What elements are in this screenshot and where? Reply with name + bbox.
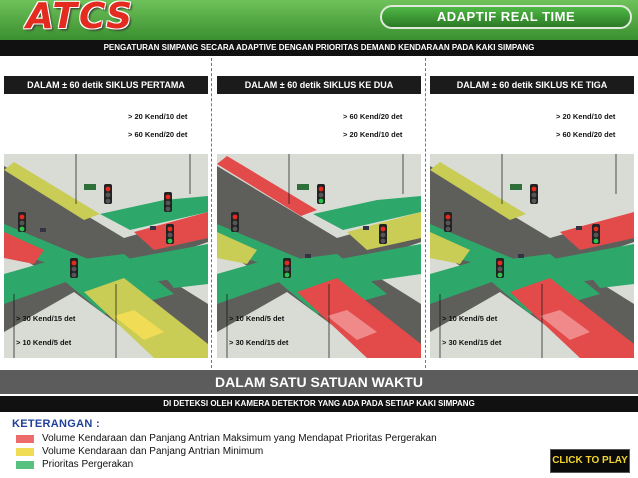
- traffic-light-icon: [231, 212, 239, 232]
- demand-label: > 60 Kend/20 det: [556, 130, 616, 139]
- traffic-light-icon: [18, 212, 26, 232]
- demand-label: > 60 Kend/20 det: [343, 112, 403, 121]
- subtitle-bar: PENGATURAN SIMPANG SECARA ADAPTIVE DENGA…: [0, 40, 638, 56]
- detector-camera-icon: [363, 226, 369, 230]
- demand-label: > 30 Kend/15 det: [442, 338, 502, 347]
- demand-label: > 30 Kend/15 det: [229, 338, 289, 347]
- traffic-light-icon: [166, 224, 174, 244]
- demand-label: > 10 Kend/5 det: [229, 314, 285, 323]
- direction-sign-icon: [510, 184, 522, 190]
- demand-label: > 10 Kend/5 det: [442, 314, 498, 323]
- traffic-light-icon: [379, 224, 387, 244]
- adaptif-real-time-badge: ADAPTIF REAL TIME: [380, 5, 632, 29]
- intersection-illustration: [430, 154, 634, 358]
- atcs-logo: ATCS: [26, 0, 135, 37]
- legend-text: Prioritas Pergerakan: [42, 459, 134, 470]
- demand-label: > 60 Kend/20 det: [128, 130, 188, 139]
- demand-label: > 30 Kend/15 det: [16, 314, 76, 323]
- intersection-scene-2: [217, 154, 421, 358]
- time-unit-banner: DALAM SATU SATUAN WAKTU: [0, 370, 638, 394]
- direction-sign-icon: [84, 184, 96, 190]
- panel-divider: [211, 58, 212, 368]
- detector-camera-icon: [518, 254, 524, 258]
- legend-swatch-green: [16, 461, 34, 469]
- traffic-light-icon: [70, 258, 78, 278]
- demand-label: > 20 Kend/10 det: [128, 112, 188, 121]
- traffic-light-icon: [164, 192, 172, 212]
- click-to-play-button[interactable]: CLICK TO PLAY: [550, 449, 630, 473]
- legend-title: KETERANGAN :: [12, 418, 100, 430]
- cycle-panel-1: DALAM ± 60 detik SIKLUS PERTAMA: [2, 58, 212, 370]
- direction-sign-icon: [297, 184, 309, 190]
- legend-text: Volume Kendaraan dan Panjang Antrian Min…: [42, 446, 264, 457]
- traffic-light-icon: [496, 258, 504, 278]
- cycle-heading-2: DALAM ± 60 detik SIKLUS KE DUA: [217, 76, 421, 94]
- panel-divider: [425, 58, 426, 368]
- intersection-illustration: [217, 154, 421, 358]
- detector-camera-icon: [305, 254, 311, 258]
- demand-label: > 20 Kend/10 det: [556, 112, 616, 121]
- detector-camera-icon: [40, 228, 46, 232]
- traffic-light-icon: [444, 212, 452, 232]
- cycle-panel-3: DALAM ± 60 detik SIKLUS KE TIGA: [428, 58, 638, 370]
- detector-banner: DI DETEKSI OLEH KAMERA DETEKTOR YANG ADA…: [0, 396, 638, 412]
- detector-camera-icon: [576, 226, 582, 230]
- intersection-illustration: [4, 154, 208, 358]
- detector-camera-icon: [150, 226, 156, 230]
- demand-label: > 20 Kend/10 det: [343, 130, 403, 139]
- intersection-scene-1: [4, 154, 208, 358]
- traffic-light-icon: [283, 258, 291, 278]
- cycle-heading-3: DALAM ± 60 detik SIKLUS KE TIGA: [430, 76, 634, 94]
- legend-swatch-red: [16, 435, 34, 443]
- legend-text: Volume Kendaraan dan Panjang Antrian Mak…: [42, 433, 437, 444]
- traffic-light-icon: [104, 184, 112, 204]
- intersection-scene-3: [430, 154, 634, 358]
- traffic-light-icon: [317, 184, 325, 204]
- legend-swatch-yellow: [16, 448, 34, 456]
- traffic-light-icon: [592, 224, 600, 244]
- traffic-light-icon: [530, 184, 538, 204]
- demand-label: > 10 Kend/5 det: [16, 338, 72, 347]
- cycle-heading-1: DALAM ± 60 detik SIKLUS PERTAMA: [4, 76, 208, 94]
- cycle-panel-2: DALAM ± 60 detik SIKLUS KE DUA: [215, 58, 425, 370]
